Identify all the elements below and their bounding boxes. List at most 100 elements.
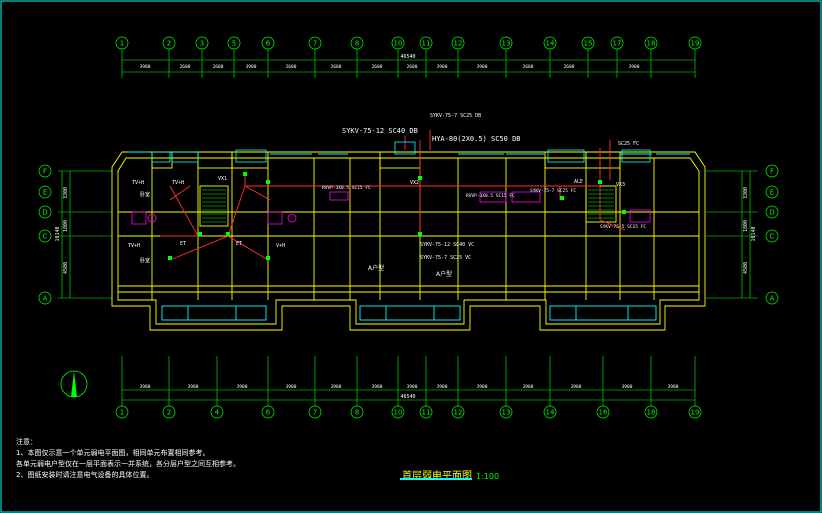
- axis-bubble-top-8: [350, 36, 364, 50]
- bottom-dimension-lines: [122, 389, 695, 401]
- axis-label-top-7: 7: [313, 40, 317, 48]
- room-tv-label-1: TV+H: [132, 180, 144, 186]
- top-span-10: 2600: [523, 64, 534, 70]
- axis-label-left-E: E: [43, 189, 47, 197]
- cable-label-branch-1: RVVP-3X0.5 SC15 FC: [322, 185, 371, 191]
- axis-label-bottom-19: 19: [691, 409, 700, 417]
- cable-label-branch-4: SYKV-75-5 SC15 FC: [600, 224, 646, 230]
- axis-label-bottom-1: 1: [120, 409, 124, 417]
- axis-label-bottom-6: 6: [266, 409, 271, 417]
- axis-label-top-13: 13: [502, 40, 511, 48]
- right-dim-3: 4500: [743, 262, 749, 274]
- axis-label-bottom-4: 4: [215, 409, 220, 417]
- axis-bubble-bottom-4: [210, 405, 224, 419]
- junction-boxes: [151, 141, 651, 163]
- axis-bubble-top-3: [195, 36, 209, 50]
- axis-bubble-left-A: [38, 291, 52, 305]
- axis-label-bottom-11: 11: [422, 409, 431, 417]
- axis-label-top-14: 14: [546, 40, 555, 48]
- right-dim-2: 1800: [743, 220, 749, 232]
- axis-label-top-12: 12: [454, 40, 463, 48]
- right-dim-1: 3300: [743, 187, 749, 199]
- axis-bubble-top-17: [610, 36, 624, 50]
- room-tv-label-2: TV+H: [172, 180, 184, 186]
- axis-label-right-F: F: [770, 168, 774, 176]
- box-label-vx1: VX1: [218, 176, 227, 182]
- axis-bubble-bottom-14: [543, 405, 557, 419]
- axis-bubble-top-12: [451, 36, 465, 50]
- bottom-span-1: 3900: [188, 384, 199, 390]
- left-dim-3: 4500: [63, 262, 69, 274]
- box-label-ale: ALE: [574, 179, 583, 185]
- axis-bubble-top-6: [261, 36, 275, 50]
- axis-label-bottom-10: 10: [394, 409, 403, 417]
- top-span-4: 2600: [286, 64, 297, 70]
- top-span-9: 3900: [477, 64, 488, 70]
- axis-label-top-3: 3: [200, 40, 204, 48]
- axis-label-bottom-13: 13: [502, 409, 511, 417]
- axis-label-left-D: D: [42, 209, 47, 217]
- notes-line-3: 2、图纸安装时请注意电气设备的具体位置。: [16, 471, 154, 479]
- axis-bubble-bottom-1: [115, 405, 129, 419]
- axis-bubble-bottom-10: [391, 405, 405, 419]
- drawing-title: 首层弱电平面图: [402, 471, 472, 482]
- left-dim-1: 3300: [63, 187, 69, 199]
- cable-label-lower-2: SYKV-75-7 SC25 VC: [420, 255, 471, 261]
- bottom-span-11: 3900: [622, 384, 633, 390]
- axis-label-bottom-7: 7: [313, 409, 317, 417]
- axis-bubble-right-D: [765, 205, 779, 219]
- top-span-6: 2600: [372, 64, 383, 70]
- axis-bubble-top-19: [688, 36, 702, 50]
- axis-bubble-bottom-6: [261, 405, 275, 419]
- top-span-7: 2600: [407, 64, 418, 70]
- axis-label-top-2: 2: [167, 40, 171, 48]
- top-span-1: 2600: [180, 64, 191, 70]
- unit-a-label-2: A户型: [436, 270, 452, 278]
- top-span-0: 3900: [140, 64, 151, 70]
- axis-bubble-top-7: [308, 36, 322, 50]
- right-dim-total: 10140: [751, 226, 757, 241]
- axis-bubble-left-E: [38, 185, 52, 199]
- axis-bubble-top-14: [543, 36, 557, 50]
- axis-label-right-E: E: [770, 189, 774, 197]
- axis-bubble-bottom-19: [688, 405, 702, 419]
- axis-label-top-10: 10: [394, 40, 403, 48]
- axis-bubble-top-11: [419, 36, 433, 50]
- axis-bubble-bottom-2: [162, 405, 176, 419]
- top-span-2: 2600: [213, 64, 224, 70]
- left-dim-total: 10140: [55, 226, 61, 241]
- axis-label-top-18: 18: [647, 40, 656, 48]
- axis-bubble-left-F: [38, 164, 52, 178]
- axis-bubble-left-D: [38, 205, 52, 219]
- notes-heading: 注意：: [16, 438, 37, 446]
- axis-bubble-top-15: [581, 36, 595, 50]
- notes-line-2: 各单元弱电户型仅在一层平面表示一并系统，各分层户型之间互相参考。: [16, 460, 240, 468]
- sanitary-fixtures: [131, 191, 651, 225]
- axis-label-top-8: 8: [355, 40, 359, 48]
- cable-label-main-2: HYA-80(2X0.5) SC50 DB: [432, 135, 521, 143]
- axis-label-top-19: 19: [691, 40, 700, 48]
- axis-bubble-bottom-12: [451, 405, 465, 419]
- axis-bubble-bottom-8: [350, 405, 364, 419]
- top-span-5: 2600: [331, 64, 342, 70]
- axis-bubble-bottom-11: [419, 405, 433, 419]
- axis-bubble-top-2: [162, 36, 176, 50]
- windows: [128, 151, 690, 321]
- bottom-span-4: 3900: [331, 384, 342, 390]
- cable-label-branch-3: RVVP-3X0.5 SC15 FC: [466, 193, 515, 199]
- axis-ticks: [121, 49, 696, 406]
- bottom-total-dimension: 46540: [400, 394, 415, 400]
- bottom-span-2: 3900: [237, 384, 248, 390]
- right-dimension-lines: [706, 170, 758, 299]
- box-label-vx3: VX3: [616, 182, 625, 188]
- axis-bubble-right-C: [765, 229, 779, 243]
- cable-label-top: SYKV-75-7 SC25 DB: [430, 113, 481, 119]
- axis-label-bottom-14: 14: [546, 409, 555, 417]
- room-tel-label-1: TV+H: [128, 243, 140, 249]
- bottom-span-10: 3900: [571, 384, 582, 390]
